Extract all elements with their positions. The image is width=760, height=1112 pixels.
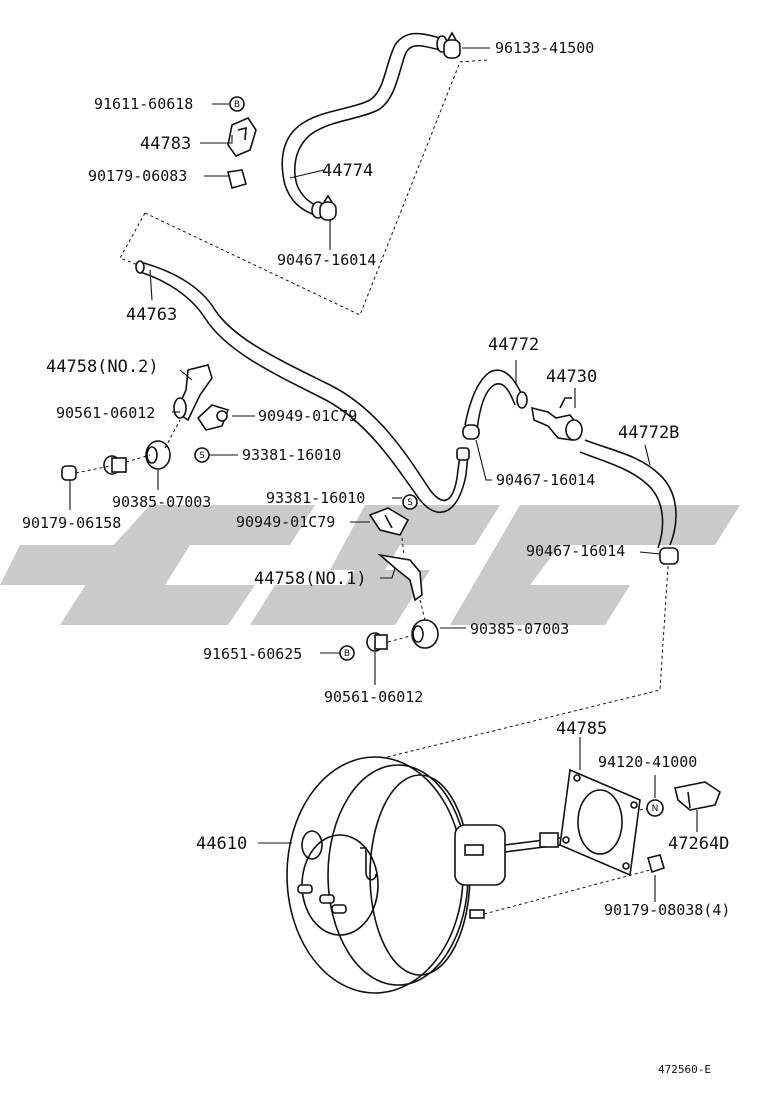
label-44763: 44763 bbox=[126, 305, 177, 325]
watermark-shape-3 bbox=[450, 505, 680, 625]
bolt-symbol-91611: B bbox=[229, 96, 245, 112]
label-90179-06083: 90179-06083 bbox=[88, 167, 187, 185]
label-90949-01C79-b: 90949-01C79 bbox=[236, 513, 335, 531]
watermark-shape-1 bbox=[60, 505, 315, 625]
label-93381-16010-b: 93381-16010 bbox=[266, 489, 365, 507]
cushion-90385-b bbox=[411, 619, 439, 649]
label-44730: 44730 bbox=[546, 367, 597, 387]
dashed-guide-top bbox=[144, 59, 489, 316]
part-labels: 96133-41500 91611-60618 44783 44774 9017… bbox=[22, 39, 730, 1076]
label-47264D: 47264D bbox=[668, 834, 729, 854]
nut-letter: N bbox=[652, 804, 659, 814]
label-90561-06012-a: 90561-06012 bbox=[56, 404, 155, 422]
diagram-id: 472560-E bbox=[658, 1063, 711, 1076]
label-44758-no1: 44758(NO.1) bbox=[254, 569, 367, 589]
clip-90949-01C79-b bbox=[368, 507, 410, 536]
screw-letter-b: S bbox=[407, 498, 413, 508]
watermark-shape-2 bbox=[250, 505, 500, 625]
check-valve-44730 bbox=[531, 397, 583, 441]
label-90385-07003-b: 90385-07003 bbox=[470, 620, 569, 638]
vacuum-hose-44774 bbox=[281, 32, 448, 219]
nut-symbol-94120: N bbox=[646, 799, 664, 817]
label-44774: 44774 bbox=[322, 161, 373, 181]
leader-lines bbox=[69, 47, 698, 902]
label-90561-06012-b: 90561-06012 bbox=[324, 688, 423, 706]
bolt-letter-b: B bbox=[344, 649, 350, 659]
hose-clip-96133 bbox=[443, 31, 461, 59]
watermark-logo bbox=[0, 505, 740, 625]
label-44785: 44785 bbox=[556, 719, 607, 739]
label-90179-08038: 90179-08038(4) bbox=[604, 901, 730, 919]
label-44772: 44772 bbox=[488, 335, 539, 355]
label-90949-01C79-a: 90949-01C79 bbox=[258, 407, 357, 425]
screw-symbol-93381-b: S bbox=[402, 494, 418, 510]
label-94120-41000: 94120-41000 bbox=[598, 753, 697, 771]
hose-44772 bbox=[462, 369, 528, 440]
label-96133-41500: 96133-41500 bbox=[495, 39, 594, 57]
gasket-44785 bbox=[559, 768, 641, 877]
watermark-shape-5 bbox=[0, 545, 120, 585]
hose-clip-top bbox=[319, 194, 337, 221]
label-91611-60618: 91611-60618 bbox=[94, 95, 193, 113]
bracket-44758-no1 bbox=[377, 553, 423, 602]
bracket-47264D bbox=[674, 781, 721, 811]
collar-90561-b bbox=[366, 632, 388, 652]
label-91651-60625: 91651-60625 bbox=[203, 645, 302, 663]
label-44772B: 44772B bbox=[618, 423, 679, 443]
bolt-symbol-91651: B bbox=[339, 645, 355, 661]
collar-90561-a bbox=[103, 455, 127, 475]
label-44758-no2: 44758(NO.2) bbox=[46, 357, 159, 377]
label-90467-16014-b: 90467-16014 bbox=[496, 471, 595, 489]
hose-44772B bbox=[579, 439, 679, 565]
dashed-guide-left-bracket bbox=[75, 419, 181, 474]
label-44783: 44783 bbox=[140, 134, 191, 154]
screw-letter-a: S bbox=[199, 451, 205, 461]
vacuum-pipe-44763 bbox=[135, 260, 470, 514]
dashed-guide-right-bracket bbox=[387, 537, 426, 643]
bolt-letter: B bbox=[234, 100, 240, 110]
bracket-44758-no2 bbox=[173, 364, 213, 422]
label-90179-06158: 90179-06158 bbox=[22, 514, 121, 532]
nut-90179-06083 bbox=[227, 169, 247, 189]
cushion-90385-a bbox=[145, 440, 171, 470]
label-44610: 44610 bbox=[196, 834, 247, 854]
label-90467-16014-c: 90467-16014 bbox=[526, 542, 625, 560]
dashed-guide-left bbox=[119, 212, 146, 266]
nut-90179-08038 bbox=[647, 854, 665, 874]
label-90467-16014-a: 90467-16014 bbox=[277, 251, 376, 269]
screw-symbol-93381-a: S bbox=[194, 447, 210, 463]
label-90385-07003-a: 90385-07003 bbox=[112, 493, 211, 511]
label-93381-16010-a: 93381-16010 bbox=[242, 446, 341, 464]
brake-booster-44610 bbox=[286, 756, 561, 994]
nut-90179-06158 bbox=[61, 465, 77, 481]
clip-90949-01C79-a bbox=[196, 404, 230, 431]
bracket-44783 bbox=[227, 116, 257, 157]
